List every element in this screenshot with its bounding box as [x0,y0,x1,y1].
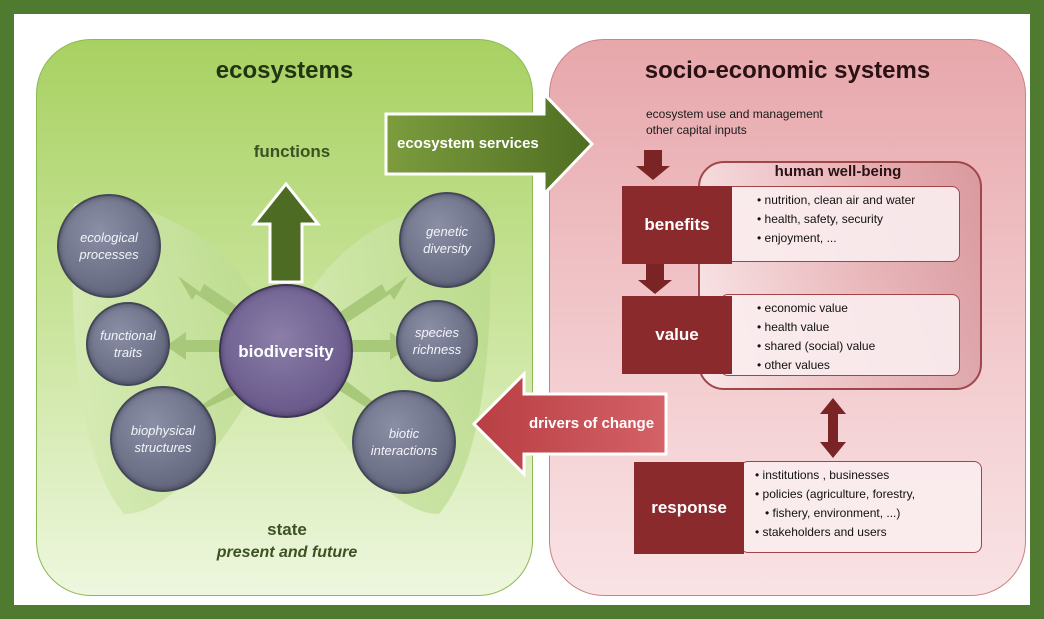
state-sublabel: present and future [216,544,358,561]
value-list: economic value health value shared (soci… [720,294,960,376]
list-item: enjoyment, ... [757,229,959,248]
genetic-diversity-circle: genetic diversity [399,192,495,288]
arrow-to-functional-traits [166,332,224,360]
diagram-canvas: ecosystems socio-economic systems [14,14,1030,605]
arrow-to-species-richness [352,332,410,360]
socio-economic-title: socio-economic systems [644,57,931,84]
ecological-processes-label: ecological processes [79,230,139,262]
list-item: shared (social) value [757,337,959,356]
ecological-processes-circle: ecological processes [57,194,161,298]
drivers-of-change-arrow [471,370,668,478]
functional-traits-circle: functional traits [86,302,170,386]
input-line: ecosystem use and management [646,107,823,121]
functions-arrow [250,181,322,284]
benefits-list: nutrition, clean air and water health, s… [720,186,960,262]
ecosystem-services-label: ecosystem services [397,135,539,152]
species-richness-circle: species richness [396,300,478,382]
arrow-to-genetic-diversity [334,276,408,326]
list-item: economic value [757,299,959,318]
biotic-interactions-circle: biotic interactions [352,390,456,494]
biophysical-structures-label: biophysical structures [130,423,196,455]
species-richness-label: species richness [412,325,462,357]
benefits-to-value-arrow [638,264,672,294]
ecosystem-services-arrow [384,90,595,198]
drivers-of-change-label: drivers of change [529,415,655,432]
benefits-box: benefits [622,186,732,264]
state-label: state [267,520,307,539]
ecosystems-title: ecosystems [215,57,354,84]
value-box: value [622,296,732,374]
list-item: health, safety, security [757,210,959,229]
list-item: other values [757,356,959,375]
biodiversity-label: biodiversity [238,341,334,361]
response-list: institutions , businesses policies (agri… [740,461,982,553]
list-item: nutrition, clean air and water [757,191,959,210]
list-item: health value [757,318,959,337]
inputs-down-arrow [636,150,670,180]
capital-inputs-text: ecosystem use and management other capit… [646,106,823,138]
biodiversity-circle: biodiversity [219,284,353,418]
diagram-shapes [72,90,672,515]
biophysical-structures-circle: biophysical structures [110,386,216,492]
list-item: fishery, environment, ...) [755,504,981,523]
functional-traits-label: functional traits [100,328,156,360]
list-item: institutions , businesses [755,466,981,485]
input-line: other capital inputs [646,123,747,137]
biotic-interactions-label: biotic interactions [370,426,438,458]
human-wellbeing-title: human well-being [774,163,902,180]
functions-label: functions [253,142,331,161]
genetic-diversity-label: genetic diversity [423,224,471,256]
value-response-arrow [820,398,846,458]
response-box: response [634,462,744,554]
list-item: policies (agriculture, forestry, [755,485,981,504]
list-item: stakeholders and users [755,523,981,542]
